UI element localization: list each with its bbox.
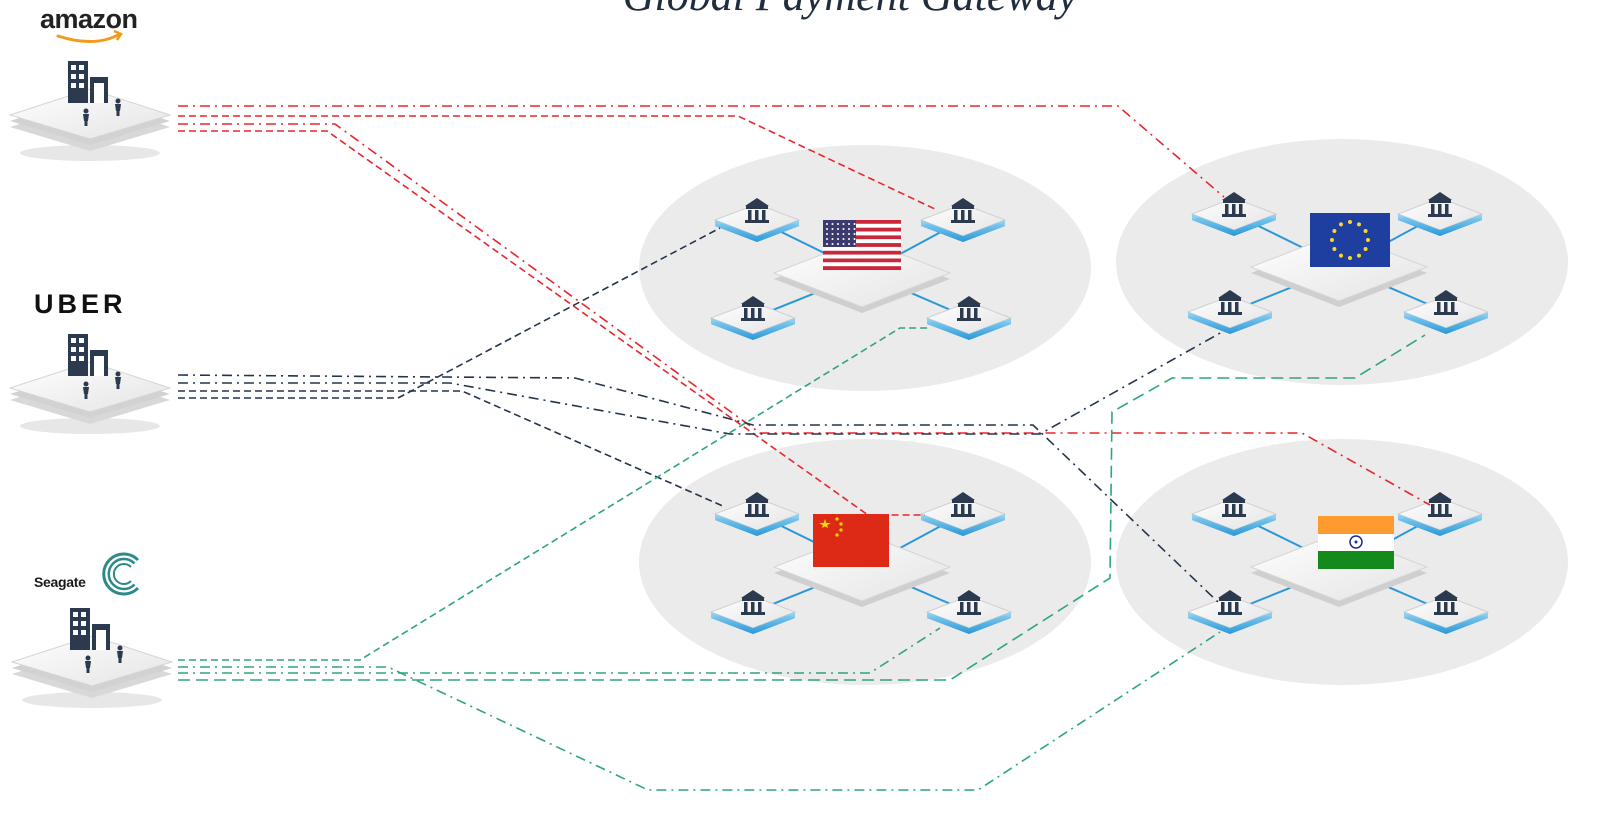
seagate-swirl-icon (102, 552, 140, 596)
seagate-logo: Seagate (34, 574, 86, 590)
building-icon-amazon (68, 61, 108, 103)
connector-line-5 (178, 331, 1223, 435)
connector-line-9 (178, 631, 1221, 791)
building-icon-seagate (70, 608, 110, 650)
bank-node-eu-2 (1186, 290, 1274, 334)
uber-logo: UBER (34, 289, 127, 319)
bank-node-eu-0 (1190, 192, 1278, 236)
bank-node-us-2 (709, 296, 797, 340)
flag-usa (823, 220, 901, 271)
central-platform-us (772, 238, 952, 313)
building-icon-uber (68, 334, 108, 376)
flag-china (813, 514, 889, 567)
bank-node-eu-1 (1396, 192, 1484, 236)
connector-line-2 (178, 123, 1431, 506)
connector-line-3 (178, 130, 925, 516)
bank-node-us-1 (919, 198, 1007, 242)
bank-node-cn-3 (925, 590, 1013, 634)
connector-line-8 (178, 327, 930, 661)
bank-node-eu-3 (1402, 290, 1490, 334)
bank-node-us-0 (713, 198, 801, 242)
connector-line-7 (178, 227, 721, 399)
amazon-arrow-icon (113, 29, 123, 41)
connector-line-1 (178, 115, 938, 211)
connector-line-6 (178, 390, 726, 508)
bank-node-in-2 (1186, 590, 1274, 634)
diagram-title: Global Payment Gateway (400, 0, 1300, 21)
bank-node-in-1 (1396, 492, 1484, 536)
connector-line-4 (177, 374, 1219, 603)
flag-india (1318, 516, 1394, 569)
bank-node-us-3 (925, 296, 1013, 340)
bank-node-in-3 (1402, 590, 1490, 634)
flag-eu (1310, 213, 1390, 267)
connector-line-0 (178, 105, 1225, 198)
company-platform-amazon (8, 61, 172, 161)
amazon-logo: amazon (40, 4, 138, 34)
company-platform-seagate (10, 608, 174, 708)
bank-node-cn-0 (713, 492, 801, 536)
bank-node-cn-2 (709, 590, 797, 634)
connector-line-11 (178, 334, 1426, 681)
connector-line-10 (178, 627, 941, 674)
bank-node-in-0 (1190, 492, 1278, 536)
company-platform-uber (8, 334, 172, 434)
amazon-smile-icon (56, 32, 122, 44)
bank-node-cn-1 (919, 492, 1007, 536)
